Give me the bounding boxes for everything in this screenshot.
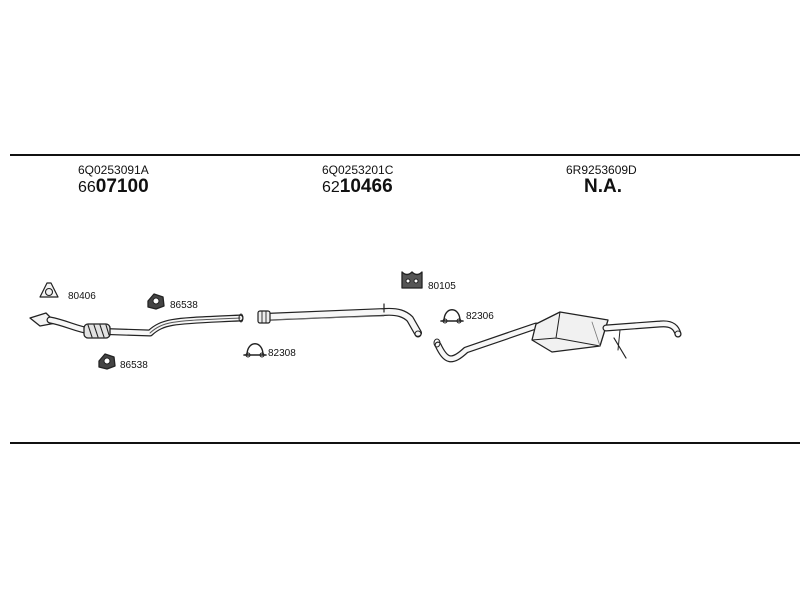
bottom-divider xyxy=(10,442,800,444)
oe-number-rear-silencer: 6R9253609D xyxy=(566,163,637,177)
rear-silencer-part xyxy=(433,311,682,363)
gasket-icon xyxy=(39,282,59,298)
ref-prefix: 66 xyxy=(78,179,96,196)
oe-number-middle-pipe: 6Q0253201C xyxy=(322,163,394,177)
ref-number-rear-silencer: N.A. xyxy=(584,176,622,197)
rubber-mount-icon xyxy=(98,353,116,370)
callout-mount-top: 86538 xyxy=(170,300,198,311)
callout-gasket: 80406 xyxy=(68,291,96,302)
ref-prefix: 62 xyxy=(322,179,340,196)
callout-clamp-middle: 82308 xyxy=(268,348,296,359)
middle-pipe-part xyxy=(257,303,422,338)
ref-number-middle-pipe: 6210466 xyxy=(322,176,393,199)
ref-main: 07100 xyxy=(95,176,149,197)
callout-mount-bottom: 86538 xyxy=(120,360,148,371)
hanger-icon xyxy=(401,271,423,289)
callout-hanger: 80105 xyxy=(428,281,456,292)
ref-main: 10466 xyxy=(339,176,393,197)
clamp-icon xyxy=(440,309,464,324)
callout-clamp-rear: 82306 xyxy=(466,311,494,322)
clamp-icon xyxy=(243,343,267,358)
oe-number-front-pipe: 6Q0253091A xyxy=(78,163,149,177)
rubber-mount-icon xyxy=(147,293,165,310)
front-pipe-part xyxy=(29,312,244,339)
top-divider xyxy=(10,154,800,156)
ref-number-front-pipe: 6607100 xyxy=(78,176,149,199)
